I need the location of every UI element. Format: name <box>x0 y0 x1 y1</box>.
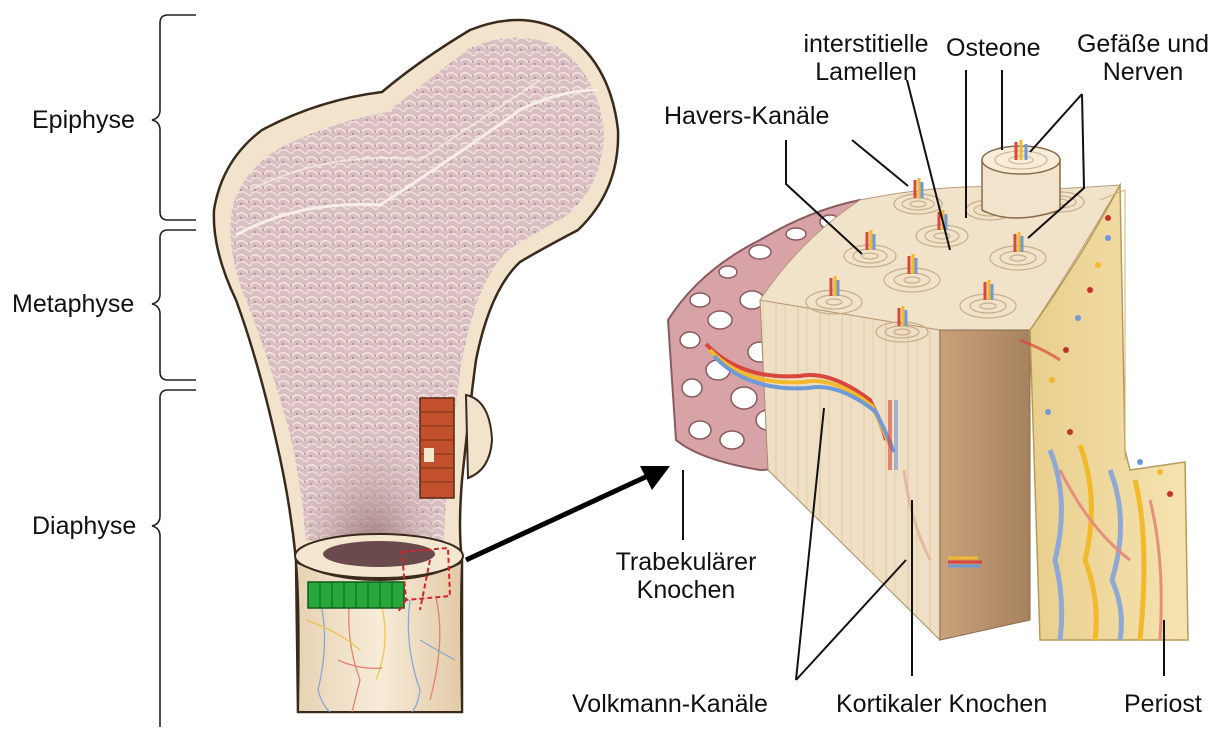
region-brackets <box>152 15 196 727</box>
osteon-cylinder <box>982 140 1060 218</box>
zoom-arrow <box>466 466 670 560</box>
vessels-nerves-line1: Gefäße und <box>1058 30 1228 58</box>
red-marker-block <box>420 398 454 498</box>
green-marker-block <box>308 582 404 608</box>
diaphysis-bracket <box>152 390 196 727</box>
vessels-nerves-label: Gefäße und Nerven <box>1058 30 1228 86</box>
trabecular-line1: Trabekulärer <box>596 548 776 576</box>
trabecular-line2: Knochen <box>596 576 776 604</box>
interstitial-lamellae-line1: interstitielle <box>786 30 946 58</box>
femur-illustration <box>214 20 618 712</box>
metaphysis-bracket <box>152 230 196 380</box>
vessels-nerves-line2: Nerven <box>1058 58 1228 86</box>
osteons-label: Osteone <box>946 34 1041 62</box>
periosteum-label: Periost <box>1124 690 1202 718</box>
epiphysis-bracket <box>152 15 196 220</box>
diaphysis-label: Diaphyse <box>32 512 136 540</box>
metaphysis-label: Metaphyse <box>12 290 134 318</box>
cortical-bone-label: Kortikaler Knochen <box>836 690 1047 718</box>
volkmann-canals-label: Volkmann-Kanäle <box>572 690 768 718</box>
trabecular-bone-label: Trabekulärer Knochen <box>596 548 776 604</box>
interstitial-lamellae-line2: Lamellen <box>786 58 946 86</box>
interstitial-lamellae-label: interstitielle Lamellen <box>786 30 946 86</box>
epiphysis-label: Epiphyse <box>32 106 135 134</box>
haversian-canals-label: Havers-Kanäle <box>664 102 829 130</box>
